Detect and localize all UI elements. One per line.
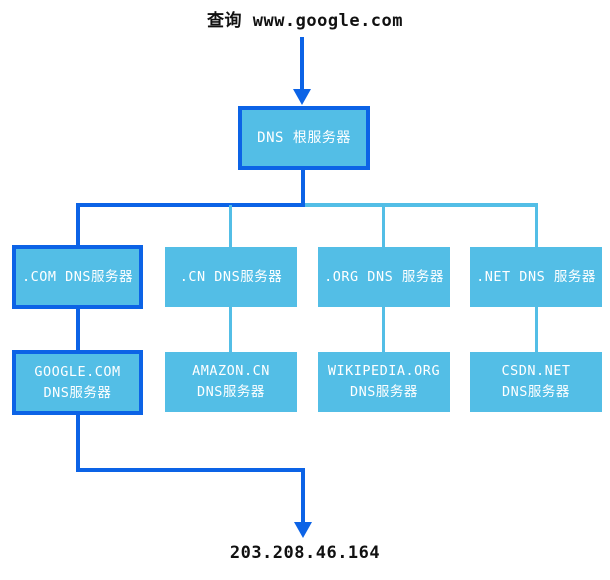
tld-org-box: .ORG DNS 服务器 [318,247,450,307]
drop-cn-line [229,205,232,247]
auth-amazon-line1: AMAZON.CN [192,363,270,379]
auth-google-label: GOOGLE.COM DNS服务器 [34,362,120,404]
query-title: 查询 www.google.com [206,11,404,31]
auth-csdn-label: CSDN.NET DNS服务器 [501,361,570,403]
link-net-csdn-line [535,307,538,352]
auth-amazon-box: AMAZON.CN DNS服务器 [165,352,297,412]
answer-path-across-line [76,468,305,472]
tld-cn-box: .CN DNS服务器 [165,247,297,307]
answer-arrow-head [294,522,312,538]
tld-cn-label: .CN DNS服务器 [179,268,283,285]
tld-com-label: .COM DNS服务器 [21,268,134,285]
drop-com-line [76,203,80,247]
auth-google-box: GOOGLE.COM DNS服务器 [12,350,143,415]
auth-csdn-line2: DNS服务器 [502,384,570,400]
branch-line-right [305,203,538,207]
auth-wikipedia-box: WIKIPEDIA.ORG DNS服务器 [318,352,450,412]
root-out-line [301,170,305,207]
tld-net-box: .NET DNS 服务器 [470,247,602,307]
tld-com-box: .COM DNS服务器 [12,245,143,309]
link-com-google-line [76,309,80,350]
auth-wikipedia-line2: DNS服务器 [350,384,418,400]
link-cn-amazon-line [229,307,232,352]
drop-org-line [382,205,385,247]
tld-org-label: .ORG DNS 服务器 [324,268,444,285]
auth-wikipedia-line1: WIKIPEDIA.ORG [327,363,441,379]
auth-wikipedia-label: WIKIPEDIA.ORG DNS服务器 [328,361,440,403]
resolved-ip: 203.208.46.164 [229,543,381,563]
root-server-box: DNS 根服务器 [238,106,370,170]
auth-csdn-box: CSDN.NET DNS服务器 [470,352,602,412]
auth-amazon-label: AMAZON.CN DNS服务器 [192,361,270,403]
drop-net-line [535,205,538,247]
auth-csdn-line1: CSDN.NET [501,363,571,379]
auth-amazon-line2: DNS服务器 [197,384,265,400]
arrow-query-to-root-line [300,37,304,90]
tld-net-label: .NET DNS 服务器 [476,268,596,285]
auth-google-line1: GOOGLE.COM [34,363,121,380]
auth-google-line2: DNS服务器 [43,384,112,401]
link-org-wikipedia-line [382,307,385,352]
arrow-query-to-root-head [293,89,311,105]
answer-path-final-line [301,468,305,522]
root-server-label: DNS 根服务器 [257,129,351,146]
branch-line-left [76,203,305,207]
answer-path-down-line [76,415,80,470]
